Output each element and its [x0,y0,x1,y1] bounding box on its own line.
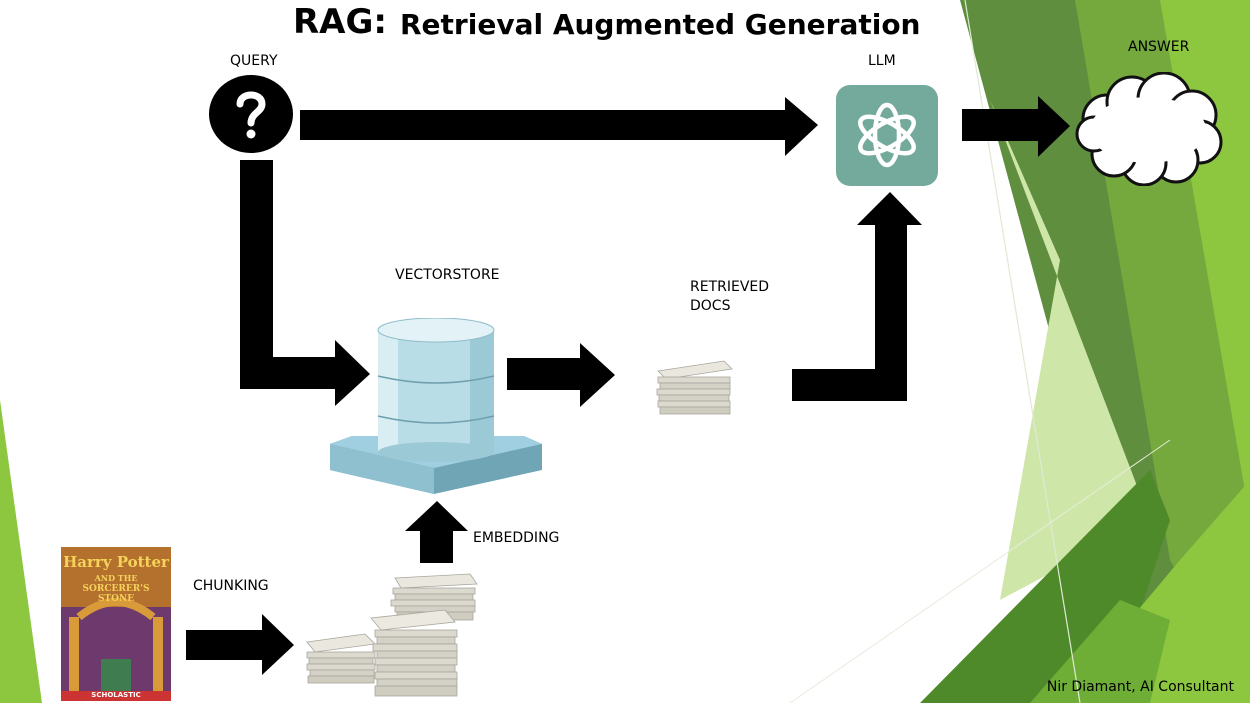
arrow-query-to-vectorstore [240,160,370,406]
arrow-embedding-up [405,501,468,563]
query-label: QUERY [230,53,278,69]
retrieved-docs-label-line1: RETRIEVED [690,279,770,295]
book-title-line2: AND THE [94,573,138,583]
author-credit: Nir Diamant, AI Consultant [1046,679,1234,695]
page-title-sub: Retrieval Augmented Generation [400,8,921,41]
paper-stack-icon [656,360,733,415]
embedding-label: EMBEDDING [473,530,560,546]
vectorstore-label: VECTORSTORE [395,267,500,283]
retrieved-docs-label-line2: DOCS [690,298,731,314]
question-mark-icon [209,75,293,153]
thin-line-2 [789,439,1171,703]
book-publisher: SCHOLASTIC [91,691,141,699]
book-cover-icon: Harry Potter AND THE SORCERER'S STONE SC… [61,547,171,701]
chunking-label: CHUNKING [193,578,269,594]
arrow-chunking [186,614,294,675]
green-shape-left [0,400,42,703]
answer-label: ANSWER [1128,39,1190,55]
arrow-query-to-llm [300,97,818,156]
book-title-line1: Harry Potter [63,553,169,571]
arrow-docs-to-llm [792,192,922,401]
arrow-vectorstore-to-docs [507,343,615,407]
book-title-line3: SORCERER'S STONE [82,584,150,604]
openai-logo-icon [836,85,938,186]
database-cylinder-icon [330,318,542,494]
page-title-main: RAG: [293,2,387,42]
green-shape-bottom-mid [1030,600,1170,703]
arrow-llm-to-answer [962,96,1070,157]
cloud-icon [1075,72,1223,186]
llm-label: LLM [868,53,896,69]
green-shape-pale [990,100,1150,600]
chunks-paper-stack-icon [306,573,478,697]
